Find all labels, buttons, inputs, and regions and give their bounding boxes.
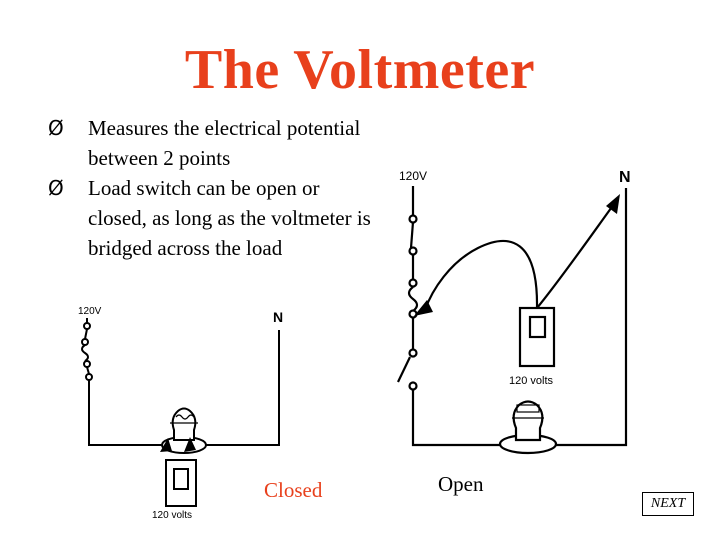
open-neutral-label: N [619, 169, 631, 186]
open-switch-icon [397, 356, 418, 391]
open-live-wire [411, 390, 500, 447]
slide-title: The Voltmeter [184, 39, 536, 101]
closed-probe-arrows [160, 437, 196, 452]
open-voltmeter-leads [414, 194, 620, 316]
next-button[interactable]: NEXT [642, 492, 694, 516]
open-circuit-diagram: 120V N 120 vo [397, 169, 631, 455]
closed-supply-label: 120V [78, 306, 102, 317]
closed-fuse-icon [81, 318, 93, 381]
bullet-list: Ø Measures the electrical potential betw… [48, 113, 378, 263]
closed-caption: Closed [264, 478, 323, 502]
closed-lamp-icon [161, 407, 207, 454]
closed-voltmeter-icon [165, 459, 197, 507]
open-neutral-wire [556, 188, 628, 447]
closed-meter-label: 120 volts [152, 510, 192, 521]
closed-circuit-diagram: 120V N 120 volts [78, 306, 283, 521]
bullet-item: Ø Load switch can be open or closed, as … [48, 173, 378, 263]
bullet-text: Load switch can be open or closed, as lo… [88, 176, 371, 260]
arrow-bullet-icon: Ø [48, 176, 64, 200]
closed-neutral-label: N [273, 309, 283, 325]
open-fuse-icon [407, 186, 419, 358]
bullet-item: Ø Measures the electrical potential betw… [48, 113, 378, 173]
open-voltmeter-icon [518, 306, 556, 368]
arrow-bullet-icon: Ø [48, 116, 64, 140]
open-meter-label: 120 volts [509, 375, 554, 387]
bullet-text: Measures the electrical potential betwee… [88, 116, 361, 170]
open-lamp-icon [498, 400, 558, 455]
open-caption: Open [438, 472, 484, 496]
closed-live-wire [88, 380, 165, 446]
open-supply-label: 120V [399, 169, 427, 183]
closed-neutral-wire [205, 330, 280, 446]
